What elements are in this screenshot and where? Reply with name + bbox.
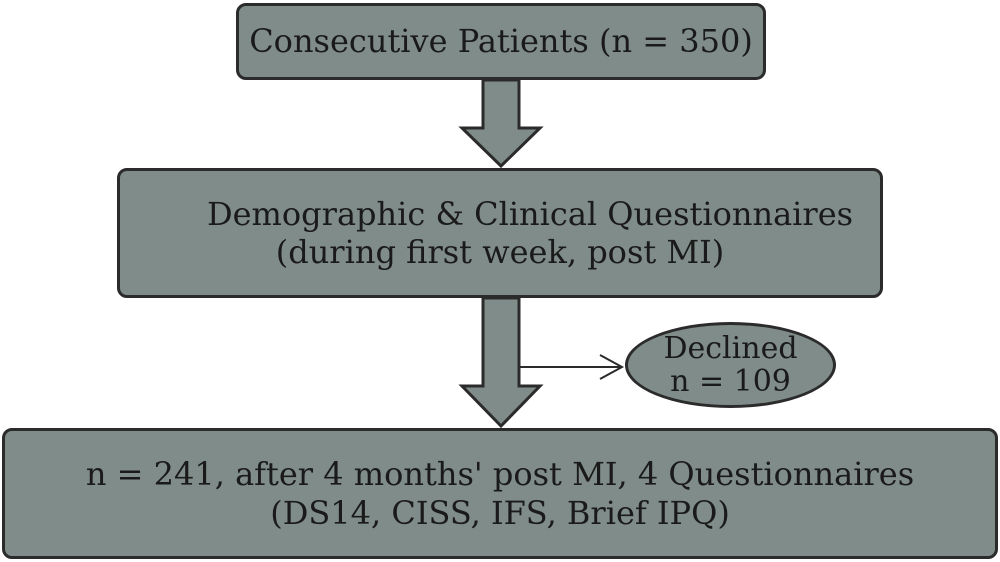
followup-instruments-label: (DS14, CISS, IFS, Brief IPQ)	[270, 493, 730, 532]
questionnaires-label: Demographic & Clinical Questionnaires	[206, 194, 854, 233]
down-arrow-1	[458, 78, 544, 169]
questionnaires-timing-label: (during first week, post MI)	[275, 233, 725, 271]
down-arrow-2	[458, 296, 544, 429]
followup-label: n = 241, after 4 months' post MI, 4 Ques…	[85, 455, 915, 494]
followup-box: n = 241, after 4 months' post MI, 4 Ques…	[2, 428, 998, 559]
declined-count: n = 109	[670, 364, 791, 399]
consecutive-patients-label: Consecutive Patients (n = 350)	[249, 22, 753, 61]
questionnaires-box: Demographic & Clinical Questionnaires (d…	[117, 168, 883, 298]
declined-label: Declined	[663, 331, 798, 366]
declined-oval: Declined n = 109	[625, 322, 836, 408]
declined-arrowhead	[599, 354, 625, 380]
consecutive-patients-box: Consecutive Patients (n = 350)	[236, 3, 766, 80]
